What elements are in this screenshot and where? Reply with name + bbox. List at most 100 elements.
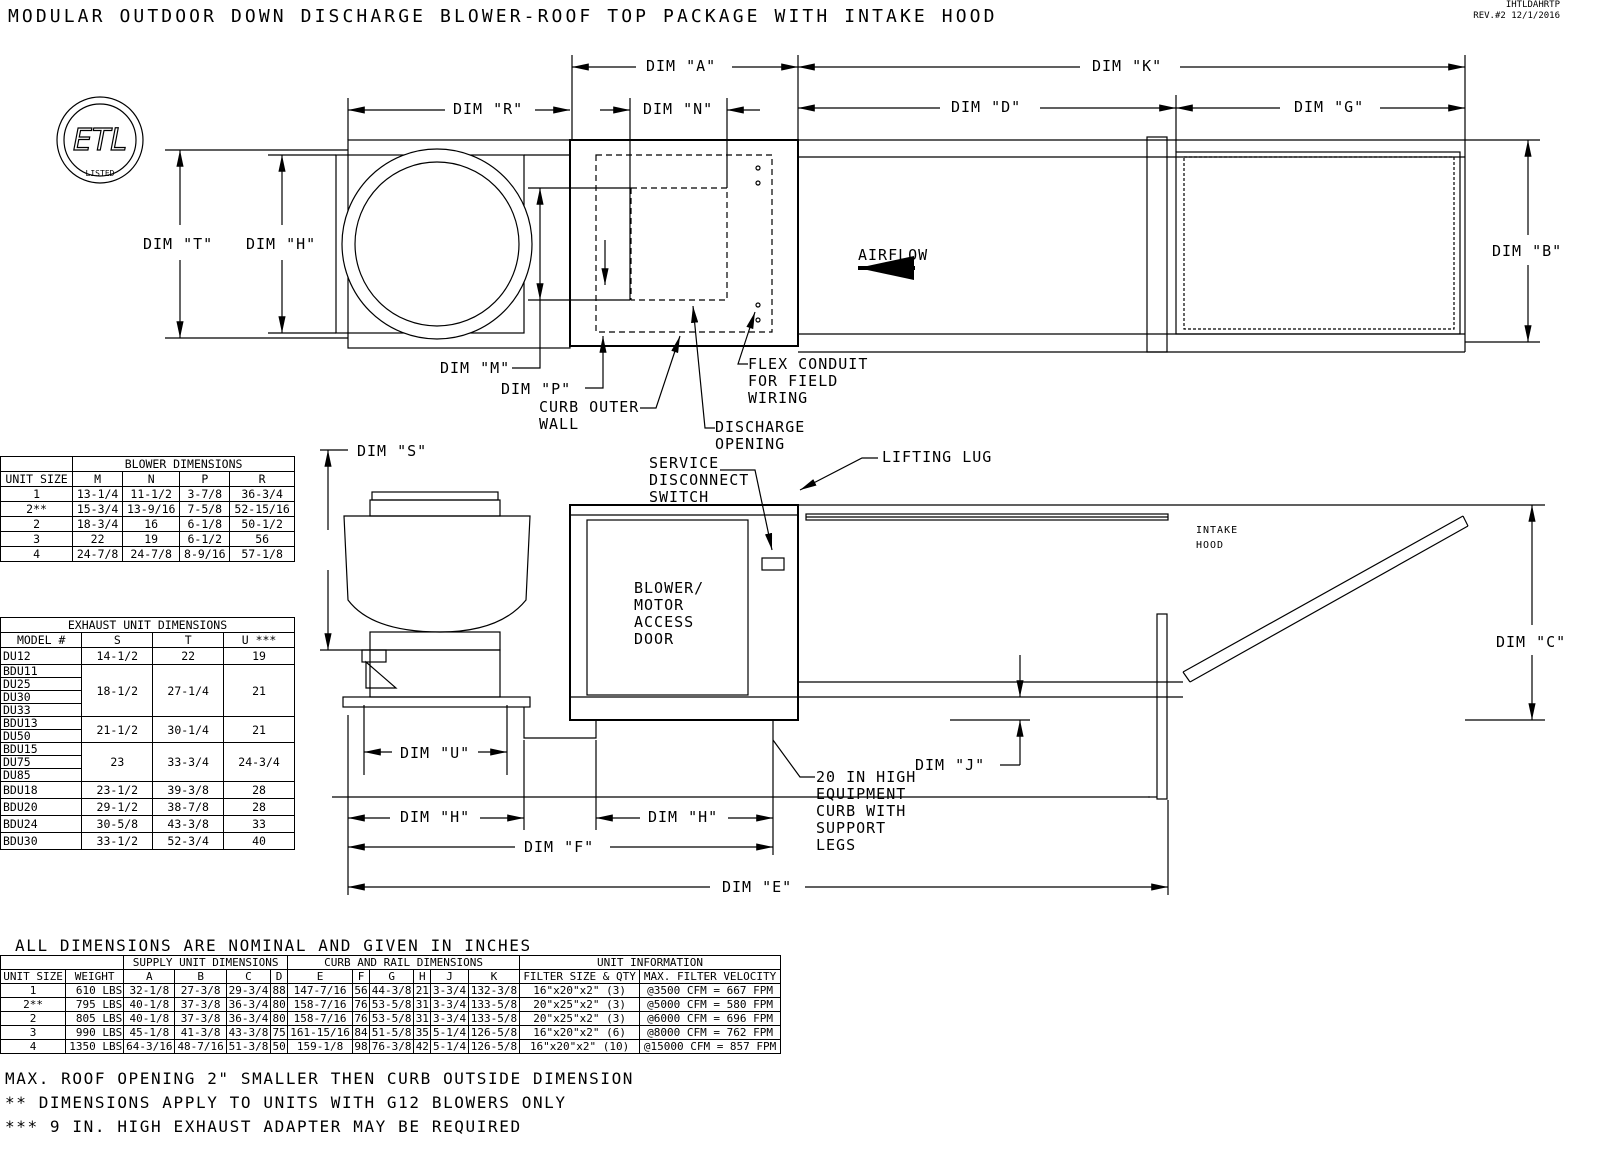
top-view: [335, 136, 1466, 353]
model-cell: DU75: [0, 755, 83, 769]
table-cell: @8000 CFM = 762 FPM: [639, 1025, 781, 1040]
table-cell: 3-3/4: [430, 997, 469, 1012]
table-cell: 610 LBS: [65, 983, 125, 998]
model-cell: DU12: [0, 647, 83, 665]
table-cell: @15000 CFM = 857 FPM: [639, 1039, 781, 1054]
discharge-opening-label: DISCHARGE OPENING: [715, 418, 806, 453]
table-cell: 75: [270, 1025, 289, 1040]
dimension-u: 28: [223, 798, 295, 816]
column-header: M: [72, 471, 124, 487]
table-cell: 31: [413, 997, 432, 1012]
model-cell: BDU15: [0, 742, 83, 756]
table-cell: 31: [413, 1011, 432, 1026]
table-cell: @5000 CFM = 580 FPM: [639, 997, 781, 1012]
column-header: J: [430, 969, 469, 984]
table-cell: 43-3/8: [225, 1025, 272, 1040]
model-cell: BDU13: [0, 716, 83, 730]
table-cell: 36-3/4: [229, 486, 295, 502]
dimension-u: 40: [223, 832, 295, 850]
table-cell: 50-1/2: [229, 516, 295, 532]
dimension-s: 30-5/8: [81, 815, 154, 833]
column-header: A: [123, 969, 176, 984]
dimension-t: 43-3/8: [152, 815, 225, 833]
column-header: T: [152, 632, 225, 648]
table-cell: 42: [413, 1039, 432, 1054]
dimension-t: 38-7/8: [152, 798, 225, 816]
table-cell: 36-3/4: [225, 997, 272, 1012]
column-header: N: [122, 471, 181, 487]
column-header: WEIGHT: [65, 969, 125, 984]
table-cell: 24-7/8: [72, 546, 124, 562]
main-table-caption: ALL DIMENSIONS ARE NOMINAL AND GIVEN IN …: [15, 936, 532, 955]
table-cell: 6-1/2: [179, 531, 231, 547]
model-cell: DU33: [0, 703, 83, 717]
table-cell: 18-3/4: [72, 516, 124, 532]
table-cell: 132-3/8: [467, 983, 521, 998]
table-cell: 27-3/8: [174, 983, 227, 998]
table-cell: 13-9/16: [122, 501, 181, 517]
revision-date: REV.#2 12/1/2016: [1473, 11, 1560, 21]
table-cell: 98: [352, 1039, 370, 1054]
table-cell: @6000 CFM = 696 FPM: [639, 1011, 781, 1026]
dimension-s: 18-1/2: [81, 664, 154, 717]
table-cell: 20"x25"x2" (3): [519, 997, 641, 1012]
table-cell: 3-3/4: [430, 983, 469, 998]
table-cell: 159-1/8: [287, 1039, 354, 1054]
table-cell: 53-5/8: [368, 997, 415, 1012]
table-cell: 4: [0, 1039, 67, 1054]
drawing-number: IHTLDAHRTP: [1505, 0, 1560, 10]
table-cell: 32-1/8: [123, 983, 176, 998]
side-dimensions: [320, 449, 1545, 895]
column-header: R: [229, 471, 295, 487]
dim-s-label: DIM "S": [357, 442, 428, 460]
column-header: U ***: [223, 632, 295, 648]
table-cell: 40-1/8: [123, 1011, 176, 1026]
table-title-row: BLOWER DIMENSIONS: [0, 456, 295, 472]
table-cell: @3500 CFM = 667 FPM: [639, 983, 781, 998]
table-cell: 20"x25"x2" (3): [519, 1011, 641, 1026]
table-cell: 56: [229, 531, 295, 547]
table-cell: 147-7/16: [287, 983, 354, 998]
note-1: MAX. ROOF OPENING 2" SMALLER THEN CURB O…: [5, 1069, 635, 1088]
column-header: E: [287, 969, 354, 984]
table-cell: 3: [0, 1025, 67, 1040]
dimension-s: 21-1/2: [81, 716, 154, 743]
dim-a-label: DIM "A": [646, 57, 717, 75]
dim-t-label: DIM "T": [143, 235, 214, 253]
intake-hood-label: INTAKE HOOD: [1196, 525, 1239, 551]
table-cell: 133-5/8: [467, 997, 521, 1012]
table-cell: 161-15/16: [287, 1025, 354, 1040]
dimension-s: 33-1/2: [81, 832, 154, 850]
dimension-t: 52-3/4: [152, 832, 225, 850]
table-cell: 2**: [0, 997, 67, 1012]
table-cell: 51-3/8: [225, 1039, 272, 1054]
column-header: F: [352, 969, 370, 984]
table-row: DU50: [0, 729, 295, 743]
model-cell: BDU20: [0, 798, 83, 816]
column-header: S: [81, 632, 154, 648]
disconnect-switch-icon: [761, 557, 785, 571]
dimension-t: 30-1/4: [152, 716, 225, 743]
table-cell: 795 LBS: [65, 997, 125, 1012]
table-cell: 990 LBS: [65, 1025, 125, 1040]
column-header: MODEL #: [0, 632, 83, 648]
dim-m-label: DIM "M": [440, 359, 511, 377]
model-cell: BDU24: [0, 815, 83, 833]
table-cell: 51-5/8: [368, 1025, 415, 1040]
column-header: D: [270, 969, 289, 984]
empty-cell: [0, 456, 74, 472]
model-cell: BDU11: [0, 664, 83, 678]
dimension-u: 21: [223, 716, 295, 743]
table-cell: 36-3/4: [225, 1011, 272, 1026]
group-header: UNIT INFORMATION: [519, 955, 781, 970]
